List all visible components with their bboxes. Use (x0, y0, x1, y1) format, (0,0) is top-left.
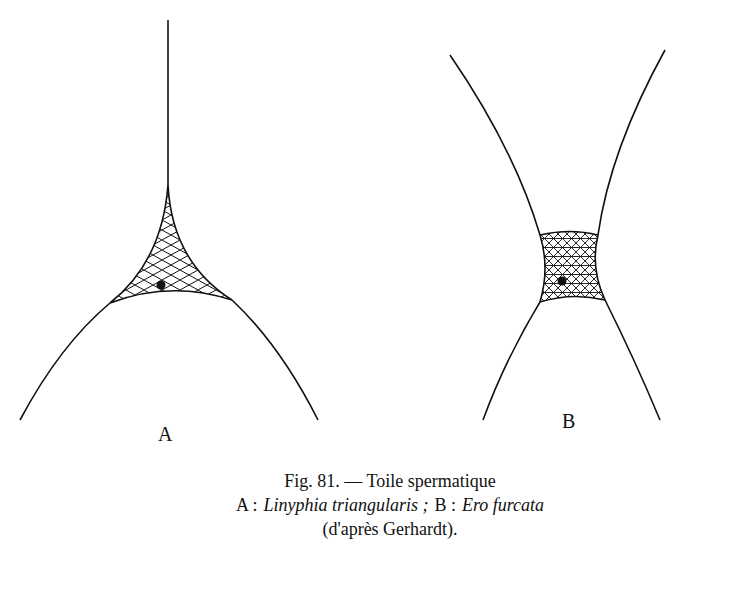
support-thread (20, 303, 110, 420)
support-thread (483, 302, 540, 420)
caption-line: A :Linyphia triangularis ; B : Ero furcata (170, 494, 610, 516)
species-name: Ero furcata (462, 494, 544, 516)
support-thread (605, 300, 660, 420)
species-name: Linyphia triangularis ; (263, 494, 428, 516)
web-b (450, 50, 665, 420)
caption-text: A : (236, 494, 258, 516)
support-thread (450, 55, 540, 235)
support-thread (167, 20, 169, 185)
caption-text: B : (434, 494, 456, 516)
figure-caption: Fig. 81. — Toile spermatique (284, 470, 495, 492)
caption-line: Fig. 81. — Toile spermatique (170, 470, 610, 492)
web-a (20, 20, 318, 420)
caption-line: (d'après Gerhardt). (170, 518, 610, 540)
sperm-drop (558, 277, 567, 286)
sperm-drop (157, 281, 166, 290)
support-thread (232, 300, 318, 420)
support-thread (598, 50, 665, 235)
caption-credit: (d'après Gerhardt). (322, 518, 457, 540)
figure-letter: A (158, 423, 172, 446)
sperm-web (540, 232, 605, 303)
figure-letter: B (562, 410, 575, 433)
sperm-web (110, 185, 232, 303)
